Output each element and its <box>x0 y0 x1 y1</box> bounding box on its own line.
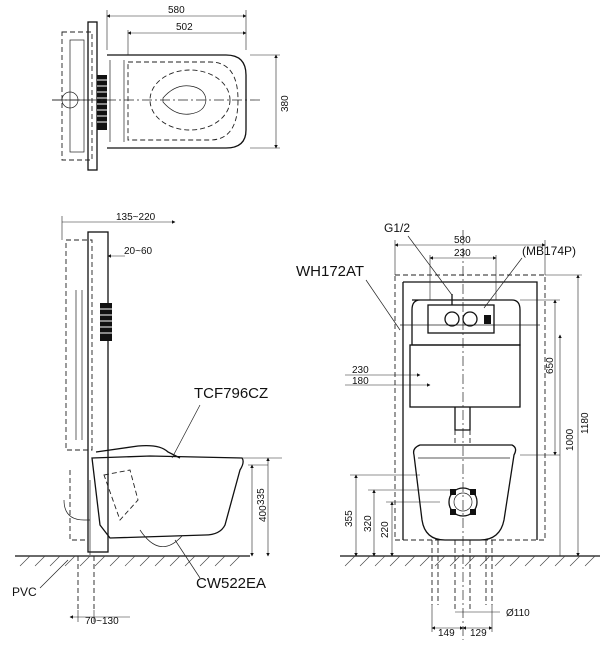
seat-outline <box>127 61 239 141</box>
bowl-opening <box>149 69 231 131</box>
label-plate: (MB174P) <box>522 244 576 258</box>
label-frame: WH172AT <box>296 263 364 280</box>
dim-220: 220 <box>380 521 391 538</box>
side-bowl-inner <box>103 469 139 521</box>
dim-400: 400 <box>258 505 269 522</box>
dim-drain: Ø110 <box>506 608 530 619</box>
dim-135-220: 135~220 <box>116 212 156 223</box>
bowl-top-outline <box>107 54 247 149</box>
dim-580-top: 580 <box>168 5 185 16</box>
dim-502-top: 502 <box>176 22 193 33</box>
side-pipe-a <box>69 470 86 541</box>
dim-1000: 1000 <box>565 428 576 451</box>
side-bowl <box>91 455 244 539</box>
dim-380-top: 380 <box>280 95 291 112</box>
label-seat: TCF796CZ <box>194 385 268 402</box>
frame-outline <box>61 31 93 161</box>
flush-plate <box>427 304 495 334</box>
front-bowl <box>412 444 517 541</box>
plate-tab <box>484 315 491 324</box>
dim-650: 650 <box>545 357 556 374</box>
side-view: 135~220 20~60 335 400 70~130 TCF796CZ CW… <box>12 212 282 627</box>
dim-230-front: 230 <box>454 248 471 259</box>
flush-button-right <box>462 311 478 327</box>
dim-149: 149 <box>438 628 455 639</box>
frame-inner <box>69 39 85 153</box>
label-inlet: G1/2 <box>384 221 410 235</box>
side-floor-hatch <box>19 555 241 567</box>
dim-355: 355 <box>344 510 355 527</box>
dim-335: 335 <box>256 488 267 505</box>
dim-230-mid: 230 <box>352 365 369 376</box>
dim-180-mid: 180 <box>352 376 369 387</box>
mounting-bolts <box>97 75 107 130</box>
dim-580-front: 580 <box>454 235 471 246</box>
dim-129: 129 <box>470 628 487 639</box>
cistern-body <box>409 344 521 408</box>
front-pipe <box>454 407 471 431</box>
top-view: 580 502 380 <box>52 5 291 171</box>
dim-320: 320 <box>363 515 374 532</box>
label-pvc: PVC <box>12 585 37 599</box>
front-view: 580 230 230 180 650 1000 1180 355 320 22… <box>296 221 600 640</box>
label-bowl: CW522EA <box>196 575 266 592</box>
side-bolts <box>100 303 112 341</box>
frame-column <box>87 231 109 553</box>
side-seat <box>95 444 181 459</box>
side-cistern-outline <box>65 239 93 451</box>
flush-button-left <box>444 311 460 327</box>
dim-1180: 1180 <box>580 412 591 434</box>
dim-70-130: 70~130 <box>85 616 119 627</box>
dim-20-60: 20~60 <box>124 246 153 257</box>
side-pipe-b <box>63 499 90 521</box>
wall-section <box>87 21 98 171</box>
side-trap <box>139 529 183 547</box>
